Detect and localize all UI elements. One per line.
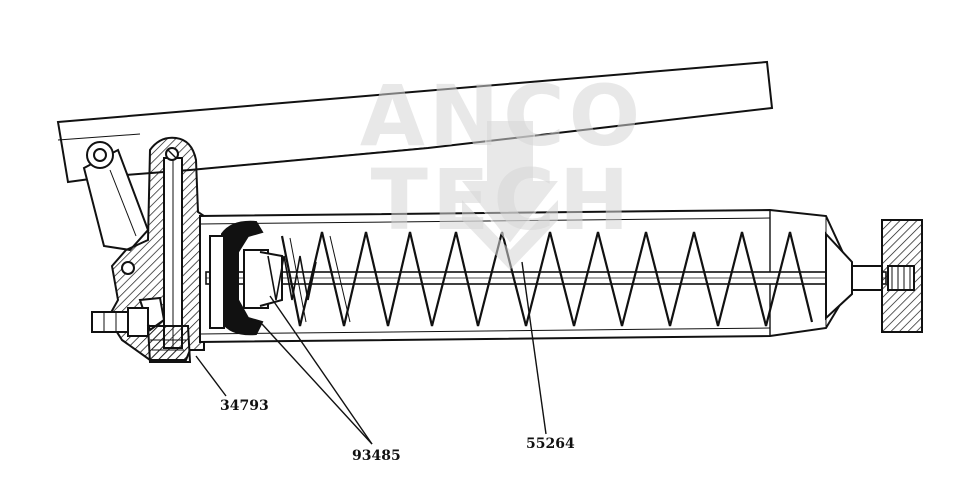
leader-lines [195,261,547,445]
main-spring [280,231,814,327]
down-arrow-chevron-icon [457,119,563,246]
watermark [457,119,563,270]
inner-spring [267,255,317,301]
pump-head [106,136,205,361]
lever-handle [56,60,774,184]
follower-piston [209,220,283,336]
callout-55264-label: 55264 [526,436,575,452]
plunger-rod [205,271,887,285]
watermark-text: ANCO TECH [359,67,645,249]
callout-93485-label: 93485 [352,448,401,464]
callout-34793-label: 34793 [220,398,269,414]
end-cap [825,219,923,333]
outlet-fitting [91,307,192,363]
lever-link [82,141,150,252]
